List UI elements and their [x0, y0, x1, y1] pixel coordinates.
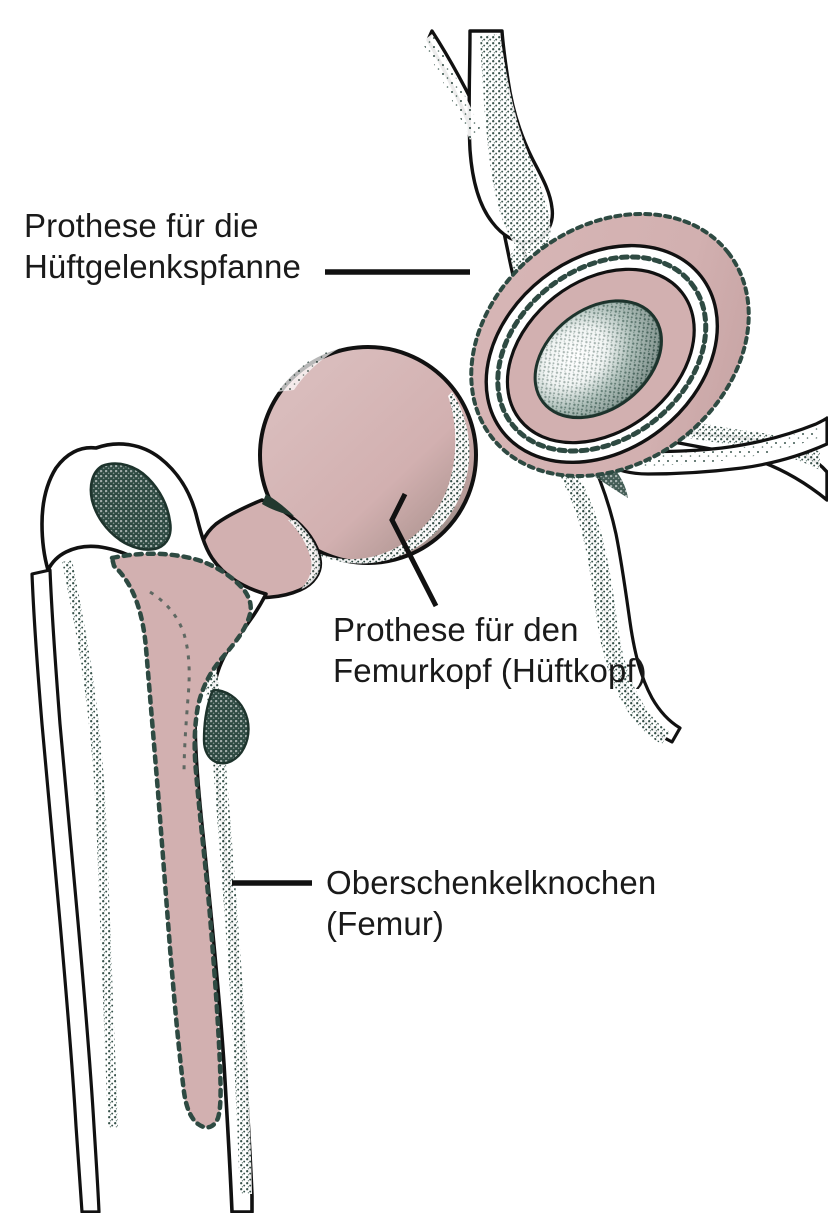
leader-femoral-head — [389, 492, 439, 608]
prosthesis-stem — [109, 551, 253, 1130]
label-acetabular-cup: Prothese für die Hüftgelenkspfanne — [24, 205, 301, 287]
label-femur-line1: Oberschenkelknochen — [326, 864, 657, 901]
label-femoral-head: Prothese für den Femurkopf (Hüftkopf) — [333, 609, 647, 691]
label-acetabular-line2: Hüftgelenkspfanne — [24, 248, 301, 285]
leader-lines — [232, 269, 470, 886]
label-femoral-head-line1: Prothese für den — [333, 611, 579, 648]
acetabular-cup-assembly — [469, 211, 751, 479]
label-acetabular-line1: Prothese für die — [24, 207, 259, 244]
neck-head-junction — [262, 494, 294, 516]
prosthesis-neck — [197, 498, 323, 600]
greater-trochanter — [89, 462, 172, 551]
label-femur-line2: (Femur) — [326, 905, 445, 942]
label-femur: Oberschenkelknochen (Femur) — [326, 862, 656, 944]
acetabular-liner-ring — [495, 254, 709, 454]
femoral-component-group — [30, 345, 478, 1213]
acetabular-socket-texture — [537, 302, 660, 416]
femoral-head-prosthesis — [258, 345, 478, 565]
lesser-trochanter — [202, 688, 250, 765]
label-femoral-head-line2: Femurkopf (Hüftkopf) — [333, 652, 647, 689]
